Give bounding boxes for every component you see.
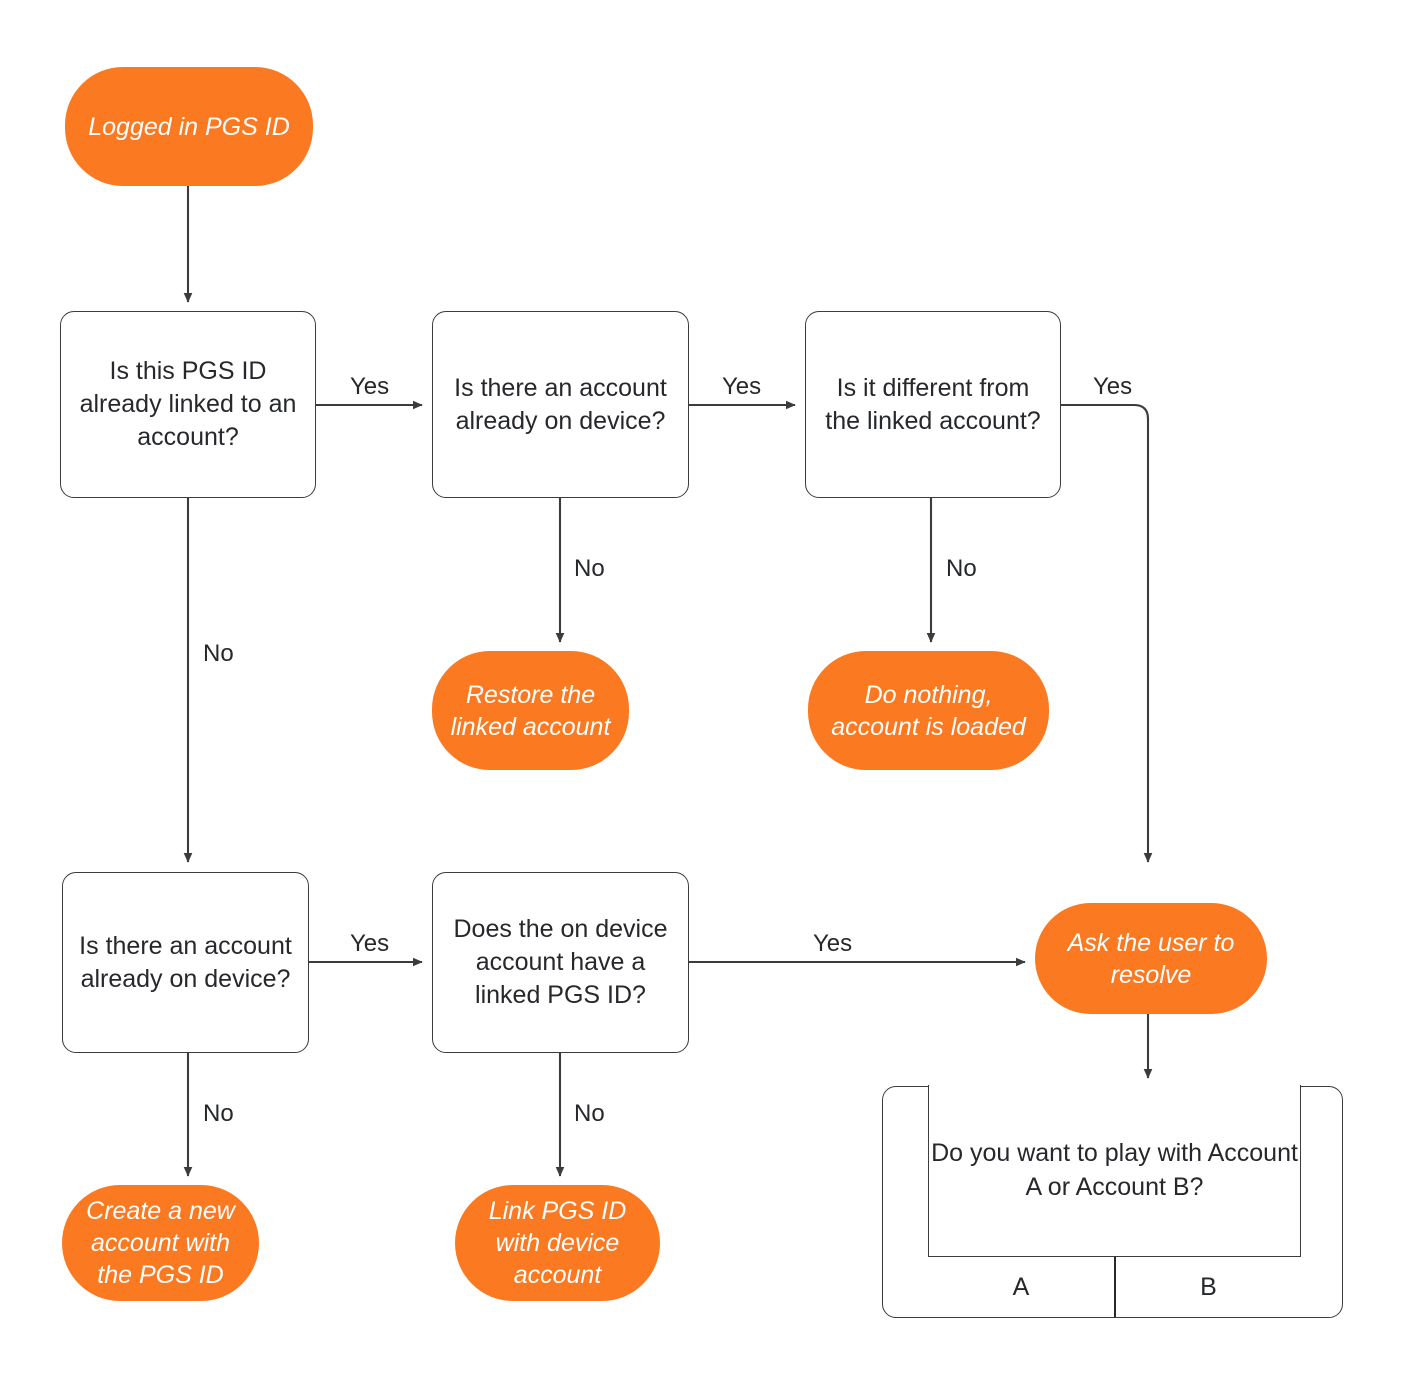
- dialog-button-b-label: B: [1200, 1272, 1217, 1301]
- edge-label-d3-yes: Yes: [1093, 373, 1133, 400]
- node-label: Restore the linked account: [450, 680, 611, 741]
- node-label: Is there an account already on device?: [79, 931, 292, 993]
- node-label: Do nothing, account is loaded: [831, 680, 1026, 741]
- dialog-button-a[interactable]: A: [928, 1257, 1114, 1317]
- node-decision-device-account-has-linked-pgs-id[interactable]: Does the on device account have a linked…: [432, 872, 689, 1053]
- node-label: Ask the user to resolve: [1067, 928, 1235, 989]
- node-decision-pgs-id-linked[interactable]: Is this PGS ID already linked to an acco…: [60, 311, 316, 498]
- node-terminal-create-new-account[interactable]: Create a new account with the PGS ID: [62, 1185, 259, 1301]
- dialog-button-a-label: A: [1012, 1272, 1030, 1301]
- node-terminal-do-nothing-account-loaded[interactable]: Do nothing, account is loaded: [808, 651, 1049, 770]
- node-label: Does the on device account have a linked…: [453, 915, 668, 1009]
- node-label: Create a new account with the PGS ID: [86, 1197, 235, 1289]
- edge-label-d2-yes: Yes: [722, 373, 762, 400]
- node-label: Is there an account already on device?: [454, 373, 667, 435]
- node-decision-account-on-device-bottom[interactable]: Is there an account already on device?: [62, 872, 309, 1053]
- node-decision-different-from-linked[interactable]: Is it different from the linked account?: [805, 311, 1061, 498]
- node-label: Is it different from the linked account?: [825, 373, 1041, 435]
- node-terminal-ask-user-to-resolve[interactable]: Ask the user to resolve: [1035, 903, 1267, 1014]
- node-terminal-restore-linked-account[interactable]: Restore the linked account: [432, 651, 629, 770]
- dialog-message-text: Do you want to play with Account A or Ac…: [931, 1139, 1298, 1201]
- node-label: Logged in PGS ID: [88, 112, 290, 141]
- edge-label-d1-yes: Yes: [350, 373, 390, 400]
- edge-label-d1-no: No: [203, 640, 234, 667]
- dialog-button-b[interactable]: B: [1114, 1257, 1301, 1317]
- edge-label-d5-yes: Yes: [813, 930, 853, 957]
- node-label: Is this PGS ID already linked to an acco…: [79, 357, 297, 451]
- dialog-mockup: Do you want to play with Account A or Ac…: [882, 1085, 1343, 1318]
- edge-label-d4-yes: Yes: [350, 930, 390, 957]
- node-decision-account-on-device-top[interactable]: Is there an account already on device?: [432, 311, 689, 498]
- edge-d3-yes-to-ask: [1061, 403, 1153, 863]
- dialog-message: Do you want to play with Account A or Ac…: [928, 1085, 1301, 1258]
- edge-label-d4-no: No: [203, 1100, 234, 1127]
- node-terminal-link-pgs-id-device-account[interactable]: Link PGS ID with device account: [455, 1185, 660, 1301]
- edge-label-d2-no: No: [574, 555, 605, 582]
- node-start-logged-in-pgs-id[interactable]: Logged in PGS ID: [65, 67, 313, 186]
- edge-label-d3-no: No: [946, 555, 977, 582]
- edge-label-d5-no: No: [574, 1100, 605, 1127]
- node-label: Link PGS ID with device account: [488, 1197, 627, 1289]
